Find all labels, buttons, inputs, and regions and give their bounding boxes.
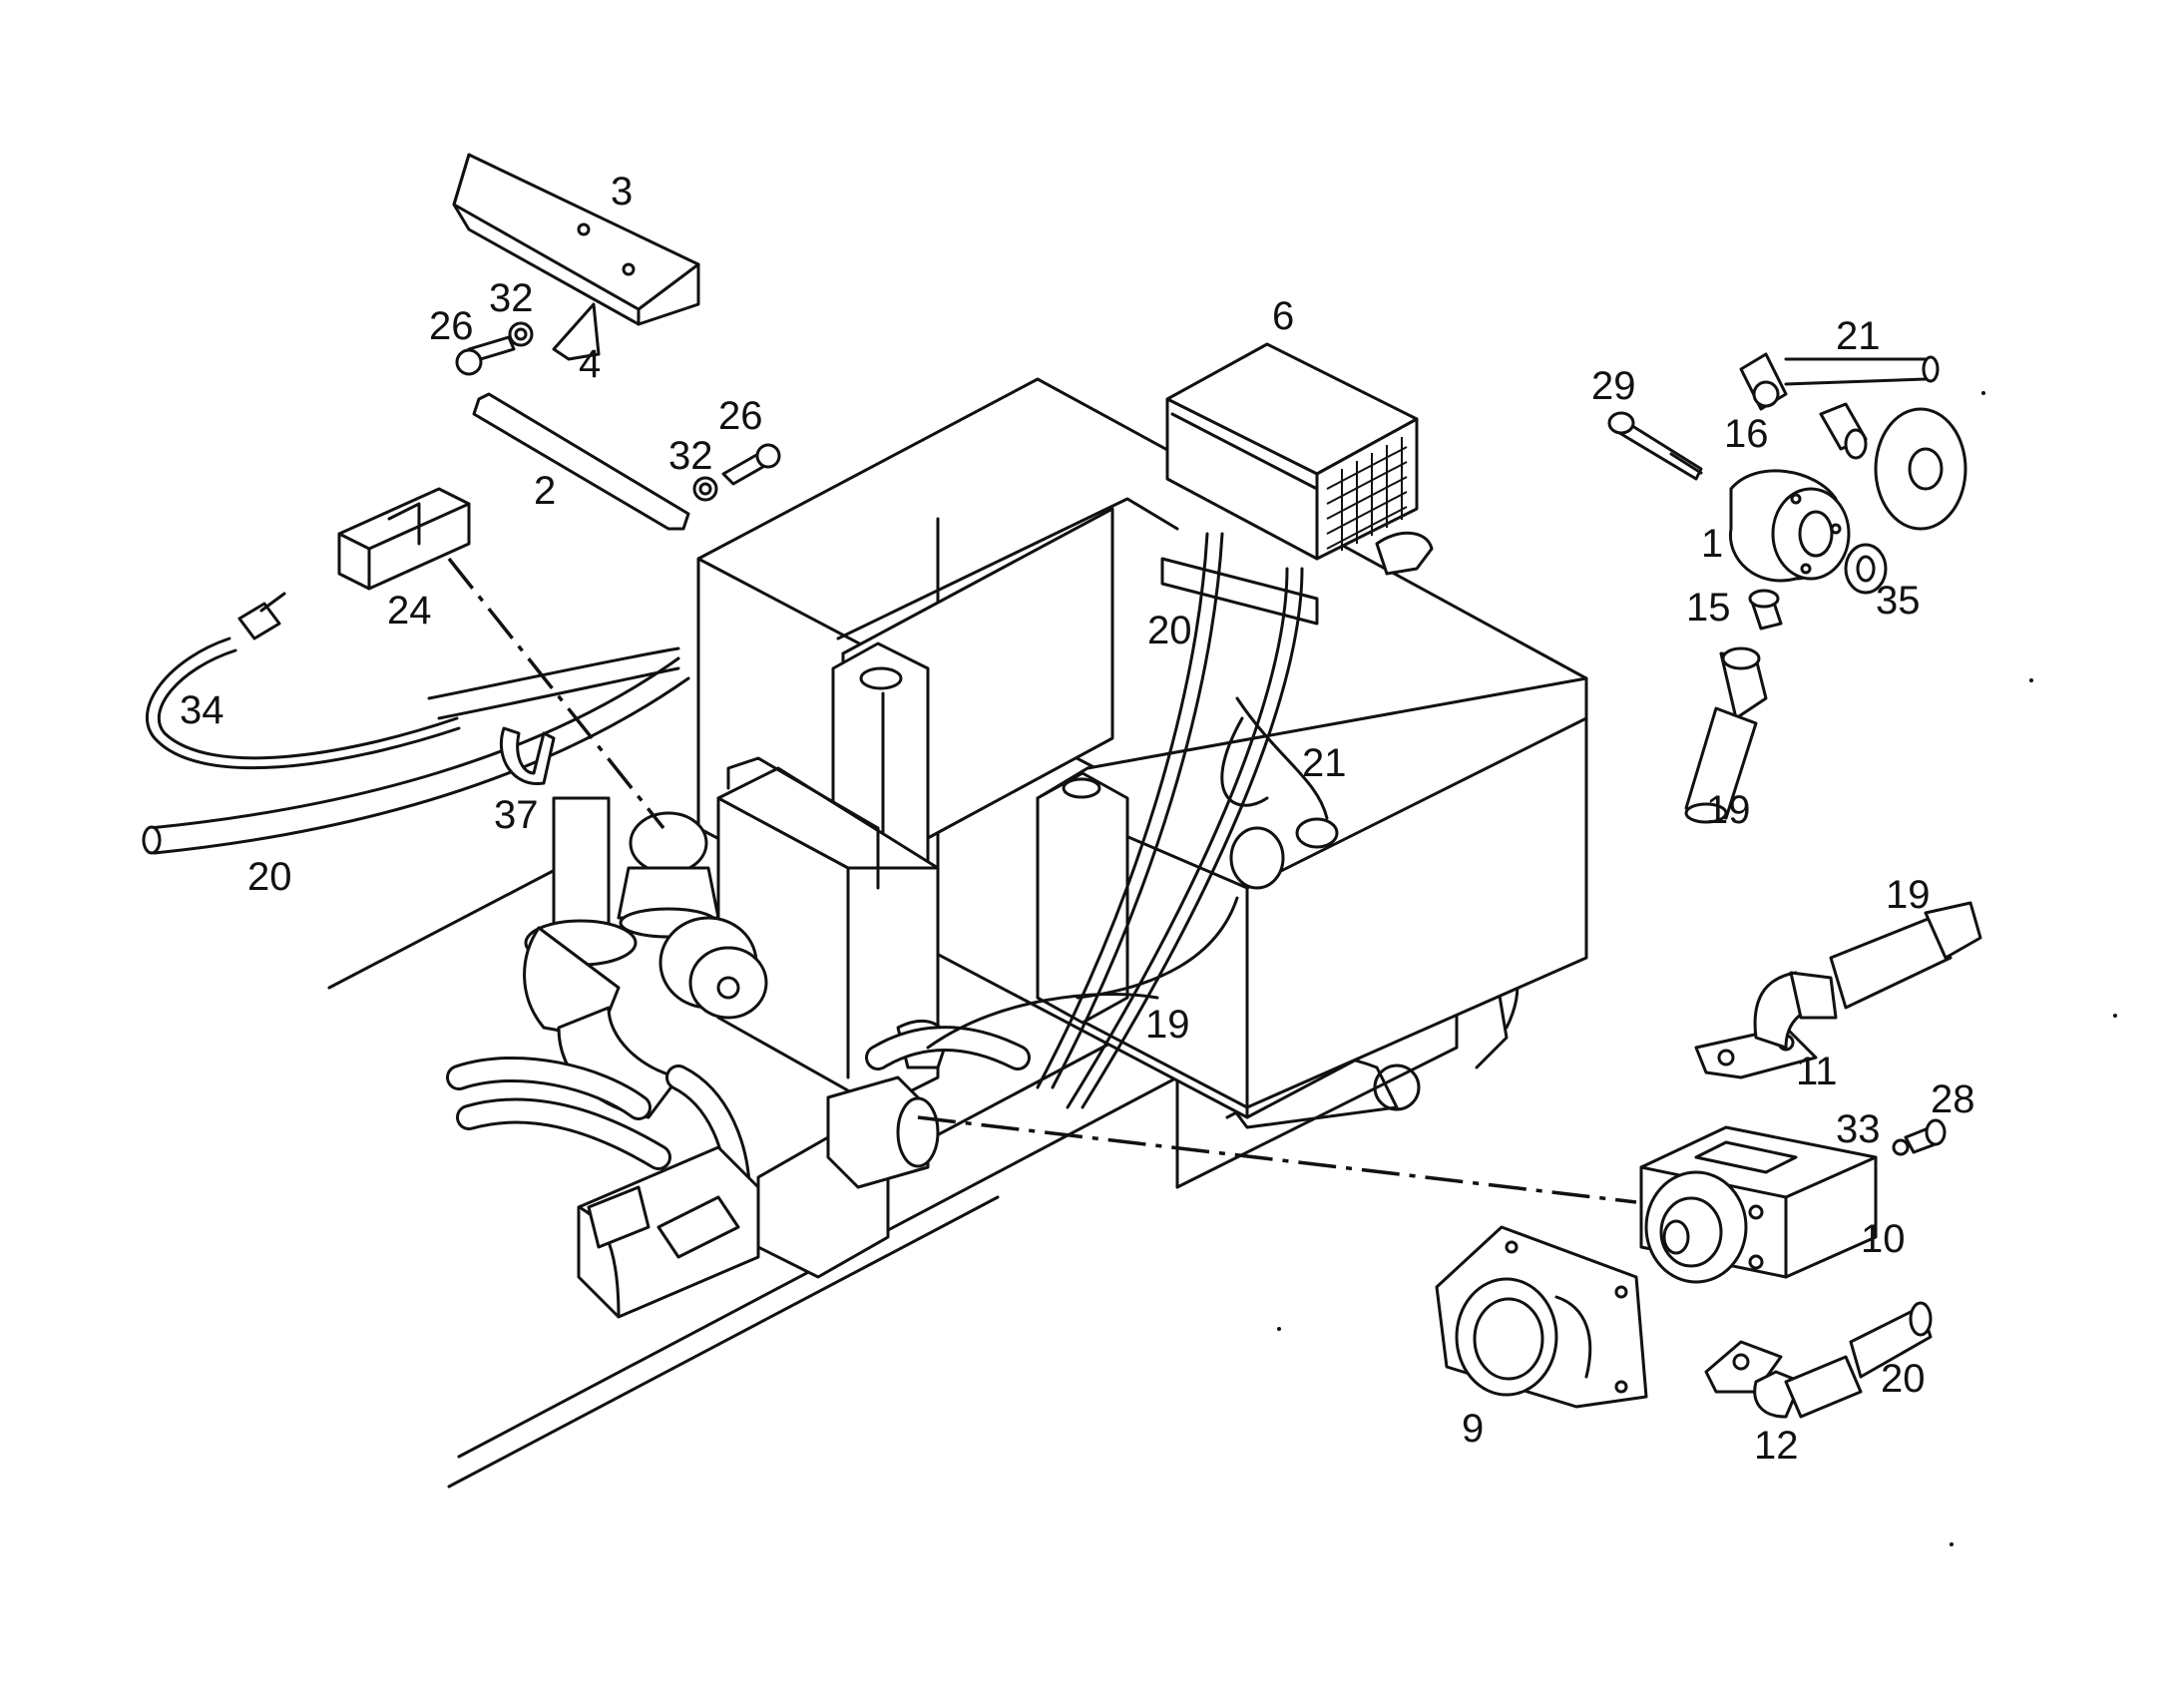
- part-16-fitting: [1819, 402, 1868, 460]
- callout-32-upper: 32: [489, 276, 534, 320]
- part-15-nipple: [1748, 589, 1783, 631]
- callout-6: 6: [1272, 294, 1294, 338]
- leader-24: [447, 557, 665, 830]
- callout-10: 10: [1861, 1217, 1906, 1261]
- callout-32-lower: 32: [668, 434, 713, 478]
- callout-4: 4: [579, 342, 601, 386]
- callout-19-right: 19: [1706, 788, 1751, 832]
- callout-15: 15: [1686, 586, 1731, 630]
- pump-disc: [1874, 407, 1967, 531]
- callout-21-right: 21: [1836, 314, 1881, 358]
- part-11-elbow: [1694, 901, 1982, 1079]
- callout-28: 28: [1931, 1077, 1975, 1121]
- cooler-hoses: [926, 532, 1329, 1109]
- part-37-clamp: [499, 726, 556, 785]
- callout-20-right: 20: [1881, 1357, 1926, 1401]
- callout-2: 2: [534, 469, 556, 513]
- part-35-seal: [1844, 543, 1888, 595]
- callout-20-center: 20: [1147, 609, 1192, 652]
- callout-19-lower: 19: [1886, 873, 1931, 917]
- part-9-housing: [1435, 1225, 1648, 1409]
- part-28-bolt: [1892, 1118, 1947, 1156]
- speck-dots: [1277, 391, 2117, 1546]
- bolt-26-upper: [455, 321, 534, 376]
- callout-9: 9: [1462, 1407, 1484, 1451]
- oil-cooler: [1160, 342, 1434, 626]
- callout-19-center: 19: [1145, 1003, 1190, 1047]
- callout-11: 11: [1796, 1050, 1838, 1093]
- engine-assembly: [446, 796, 1031, 1319]
- part-20-hose-left: [142, 646, 690, 855]
- callout-20-left: 20: [247, 855, 292, 899]
- part-29-bolt: [1607, 411, 1703, 481]
- callout-3: 3: [611, 170, 633, 214]
- callout-1: 1: [1701, 522, 1723, 566]
- part-callouts: 3 32 26 4 26 32 2 24 34 37 20 6 20 21 19…: [180, 170, 1975, 1468]
- cooler-grille: [1326, 437, 1408, 551]
- callout-21-center: 21: [1302, 741, 1347, 785]
- callout-37: 37: [494, 793, 539, 837]
- callout-16: 16: [1724, 412, 1769, 456]
- part-19-hose-right: [1684, 646, 1768, 824]
- callout-24: 24: [387, 589, 432, 633]
- callout-33: 33: [1836, 1107, 1881, 1151]
- part-2-strip: [472, 392, 690, 531]
- part-24-box: [337, 487, 471, 591]
- part-34-wire: [146, 592, 461, 770]
- callout-12: 12: [1754, 1424, 1799, 1468]
- callout-26-upper: 26: [429, 304, 474, 348]
- part-3-bracket: [452, 153, 700, 326]
- callout-34: 34: [180, 688, 224, 732]
- bolt-26-lower: [692, 443, 781, 502]
- callout-29: 29: [1591, 364, 1636, 408]
- part-10-pump: [1639, 1125, 1878, 1284]
- part-21-elbow: [1739, 352, 1940, 411]
- callout-26-lower: 26: [718, 394, 763, 438]
- part-12-elbow: [1704, 1301, 1933, 1419]
- part-1-flange: [1728, 469, 1851, 583]
- part-4-plate: [552, 302, 601, 361]
- leader-10: [917, 1115, 1637, 1204]
- callout-35: 35: [1876, 579, 1921, 623]
